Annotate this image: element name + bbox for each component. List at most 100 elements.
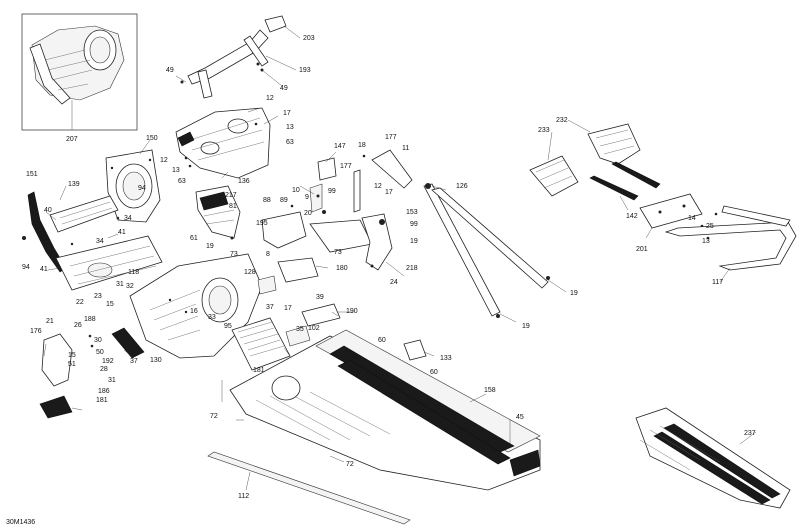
part-112-slide bbox=[207, 451, 411, 525]
callout-34: 34 bbox=[124, 215, 132, 222]
callout-49: 49 bbox=[280, 85, 288, 92]
callout-88: 88 bbox=[263, 197, 271, 204]
callout-190: 190 bbox=[346, 308, 358, 315]
callout-181: 181 bbox=[253, 367, 265, 374]
leader-lines bbox=[43, 25, 757, 491]
callout-180: 180 bbox=[336, 265, 348, 272]
callout-133: 133 bbox=[440, 355, 452, 362]
callout-31: 31 bbox=[108, 377, 116, 384]
part-142-rails bbox=[589, 161, 661, 201]
callout-35: 35 bbox=[296, 326, 304, 333]
callout-33: 33 bbox=[208, 314, 216, 321]
part-176-bracket bbox=[39, 333, 94, 419]
callout-177: 177 bbox=[385, 134, 397, 141]
callout-10: 10 bbox=[292, 187, 300, 194]
callout-37: 37 bbox=[266, 304, 274, 311]
part-130-grille bbox=[111, 327, 145, 359]
callout-63: 63 bbox=[178, 178, 186, 185]
callout-218: 218 bbox=[406, 265, 418, 272]
callout-31: 31 bbox=[116, 281, 124, 288]
callout-34: 34 bbox=[96, 238, 104, 245]
callout-151: 151 bbox=[26, 171, 38, 178]
callout-28: 28 bbox=[100, 366, 108, 373]
callout-233: 233 bbox=[538, 127, 550, 134]
part-180-bracket bbox=[277, 257, 319, 283]
callout-94: 94 bbox=[138, 185, 146, 192]
callout-150: 150 bbox=[146, 135, 158, 142]
callout-186: 186 bbox=[98, 388, 110, 395]
callout-153: 153 bbox=[406, 209, 418, 216]
callout-41: 41 bbox=[118, 229, 126, 236]
part-190-bracket bbox=[285, 303, 341, 347]
callout-24: 24 bbox=[390, 279, 398, 286]
callout-195: 195 bbox=[256, 220, 268, 227]
callout-158: 158 bbox=[484, 387, 496, 394]
callout-45: 45 bbox=[516, 414, 524, 421]
callout-99: 99 bbox=[328, 188, 336, 195]
callout-32: 32 bbox=[126, 283, 134, 290]
callout-12: 12 bbox=[374, 183, 382, 190]
part-136-upper-column bbox=[175, 107, 271, 179]
callout-19: 19 bbox=[570, 290, 578, 297]
callout-18: 18 bbox=[358, 142, 366, 149]
inset-box-207 bbox=[21, 13, 138, 131]
callout-12: 12 bbox=[266, 95, 274, 102]
callout-labels: 203 49 193 49 207 12 17 13 63 150 12 13 … bbox=[22, 35, 756, 500]
callout-19: 19 bbox=[206, 243, 214, 250]
callout-37: 37 bbox=[130, 358, 138, 365]
callout-20: 20 bbox=[304, 210, 312, 217]
part-133-bracket bbox=[403, 339, 427, 361]
part-16-front-frame bbox=[129, 253, 263, 359]
callout-26: 26 bbox=[74, 322, 82, 329]
part-195-bracket bbox=[261, 204, 373, 253]
callout-89: 89 bbox=[280, 197, 288, 204]
part-237-tunnel bbox=[635, 407, 791, 509]
callout-73: 73 bbox=[230, 251, 238, 258]
callout-8: 8 bbox=[266, 251, 270, 258]
callout-15: 15 bbox=[106, 301, 114, 308]
callout-95: 95 bbox=[224, 323, 232, 330]
callout-217: 217 bbox=[225, 192, 237, 199]
part-232-pad bbox=[587, 123, 641, 165]
callout-13: 13 bbox=[286, 124, 294, 131]
callout-81: 81 bbox=[229, 203, 237, 210]
part-158-tunnel bbox=[229, 329, 541, 491]
callout-63: 63 bbox=[286, 139, 294, 146]
callout-25: 25 bbox=[706, 223, 714, 230]
callout-49: 49 bbox=[166, 67, 174, 74]
callout-50: 50 bbox=[96, 349, 104, 356]
callout-22: 22 bbox=[76, 299, 84, 306]
callout-147: 147 bbox=[334, 143, 346, 150]
part-150-side-panel bbox=[105, 149, 161, 223]
callout-60: 60 bbox=[378, 337, 386, 344]
part-128-bracket bbox=[257, 275, 277, 295]
callout-112: 112 bbox=[238, 493, 249, 500]
callout-60: 60 bbox=[430, 369, 438, 376]
callout-17: 17 bbox=[284, 305, 292, 312]
callout-126: 126 bbox=[456, 183, 468, 190]
callout-16: 16 bbox=[190, 308, 198, 315]
callout-15: 15 bbox=[68, 352, 76, 359]
callout-130: 130 bbox=[150, 357, 162, 364]
callout-51: 51 bbox=[68, 361, 76, 368]
callout-12: 12 bbox=[160, 157, 168, 164]
callout-72: 72 bbox=[346, 461, 354, 468]
callout-19: 19 bbox=[522, 323, 530, 330]
callout-17: 17 bbox=[385, 189, 393, 196]
part-118-plate bbox=[55, 235, 163, 291]
callout-128: 128 bbox=[244, 269, 256, 276]
callout-17: 17 bbox=[283, 110, 291, 117]
callout-102: 102 bbox=[308, 325, 320, 332]
callout-14: 14 bbox=[688, 215, 696, 222]
callout-99: 99 bbox=[410, 221, 418, 228]
part-218-arm bbox=[361, 213, 393, 271]
callout-201: 201 bbox=[636, 246, 648, 253]
callout-232: 232 bbox=[556, 117, 568, 124]
callout-118: 118 bbox=[128, 269, 139, 276]
callout-21: 21 bbox=[46, 318, 54, 325]
callout-72: 72 bbox=[210, 413, 218, 420]
callout-30: 30 bbox=[94, 337, 102, 344]
callout-94: 94 bbox=[22, 264, 30, 271]
callout-139: 139 bbox=[68, 181, 80, 188]
